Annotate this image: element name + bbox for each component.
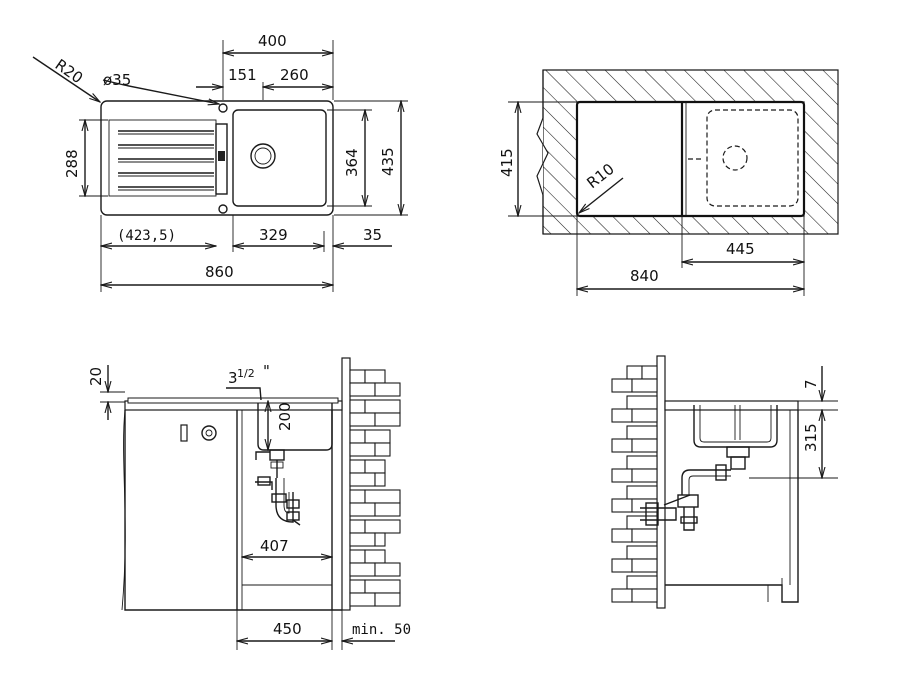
bowl-profile-right [693,405,778,448]
brick-wall-right [611,365,658,603]
overflow-knob [201,425,217,441]
dim-thread-frac: 1/2 [237,367,255,380]
dim-435: 435 [379,147,397,176]
dim-288: 288 [63,149,81,178]
tap-hole [218,103,228,113]
dim-315: 315 [802,423,820,452]
dim-200: 200 [276,402,294,431]
dim-860: 860 [205,263,234,281]
brick-wall [349,369,401,607]
cutout-edge [575,100,806,218]
side-view-left: 20 3 1/2 " 200 407 450 min. 50 [87,357,411,650]
dim-364: 364 [343,148,361,177]
bowl-outline [232,109,327,207]
cutout-view: R10 415 445 840 [498,69,839,296]
break-line [536,70,549,234]
dim-840: 840 [630,267,659,285]
top-view: R20 ø35 400 151 260 288 364 435 [32,32,408,292]
overflow-button [218,151,225,161]
siphon-right [640,446,750,531]
drain-hidden [722,145,748,171]
dim-151: 151 [228,66,257,84]
dim-450: 450 [273,620,302,638]
worktop-right [664,400,799,411]
overflow-slot [215,123,228,195]
side-view-right: 7 315 [611,355,838,609]
dim-35: 35 [363,226,382,244]
bowl-profile [257,403,333,451]
dim-415: 415 [498,148,516,177]
dim-min-50: min. 50 [352,622,411,638]
drain-inner [254,147,272,165]
dim-407: 407 [260,537,289,555]
siphon [255,449,301,526]
bowl-outline-hidden [706,109,799,207]
dim-r10: R10 [583,160,617,192]
dim-thread-unit: " [263,362,270,380]
drain-outer [250,143,276,169]
dim-r20: R20 [52,56,87,88]
dim-thread-whole: 3 [228,369,238,387]
dim-7: 7 [802,379,820,389]
worktop-hatch [542,69,839,235]
dim-445: 445 [726,240,755,258]
dim-329: 329 [259,226,288,244]
dim-d35: ø35 [103,71,131,89]
dim-260: 260 [280,66,309,84]
sink-outline [100,100,334,216]
dim-423-5: (423,5) [117,228,176,244]
tap-hole-alt [218,204,228,214]
dim-20: 20 [87,367,105,386]
drainer-grooves [118,130,214,191]
dim-400: 400 [258,32,287,50]
